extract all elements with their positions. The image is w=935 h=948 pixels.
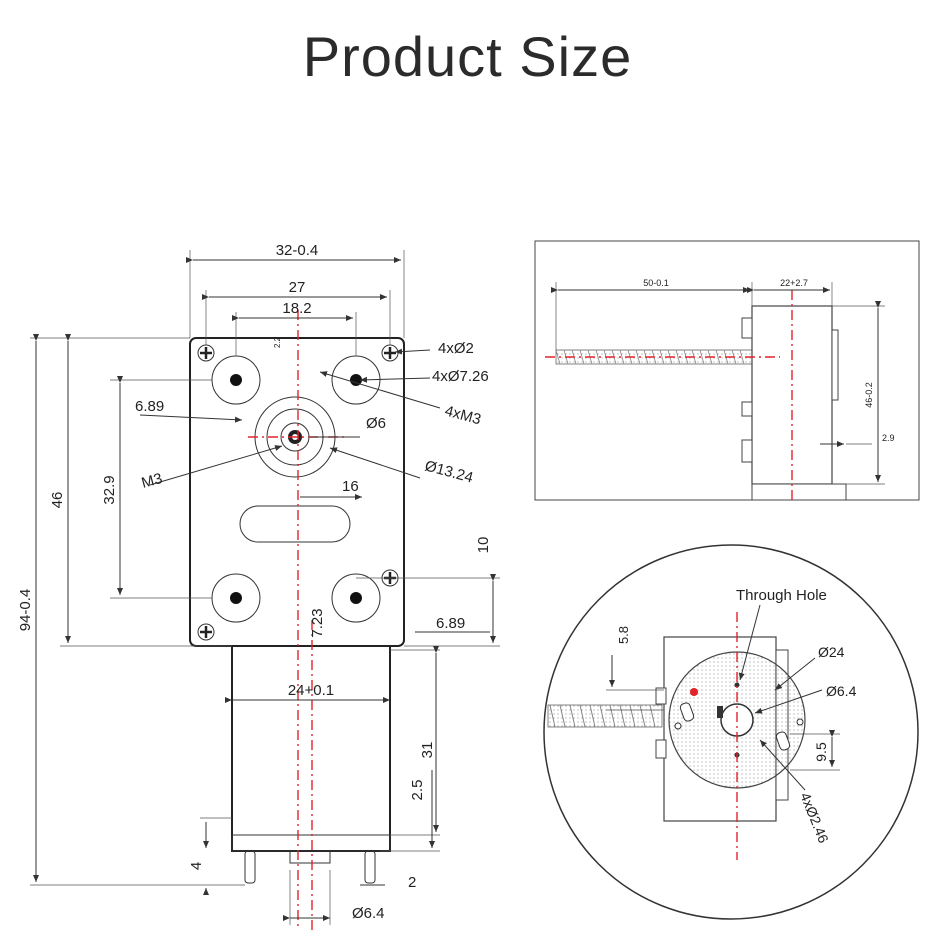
- front-view: [30, 250, 500, 930]
- dim-height-32-9: 32.9: [101, 475, 118, 504]
- detail-through-hole: Through Hole: [736, 587, 827, 604]
- dim-7-23: 7.23: [309, 608, 326, 637]
- dim-height-4: 4: [188, 862, 205, 870]
- detail-view: [543, 544, 919, 920]
- dim-width-24: 24+0.1: [288, 682, 334, 699]
- side-length-50: 50-0.1: [643, 278, 669, 288]
- gearbox-plate: [189, 337, 405, 647]
- side-view: [534, 240, 920, 501]
- dim-6-89-bottom: 6.89: [436, 615, 465, 632]
- side-length-22: 22+2.7: [780, 278, 808, 288]
- dim-2: 2: [408, 874, 416, 891]
- dim-m3: M3: [140, 470, 165, 492]
- dim-hole-4x726: 4xØ7.26: [432, 368, 489, 385]
- dim-height-10: 10: [475, 537, 492, 554]
- dim-d6-4: Ø6.4: [352, 905, 385, 922]
- side-height-46: 46-0.2: [864, 382, 874, 408]
- detail-d6-4: Ø6.4: [826, 683, 857, 699]
- slot: [239, 505, 351, 543]
- dim-height-2-5: 2.5: [409, 780, 426, 801]
- mounting-hole-icon: [211, 355, 381, 623]
- motor-body: [231, 645, 391, 852]
- dim-height-31: 31: [419, 742, 436, 759]
- detail-5-8: 5.8: [616, 626, 631, 644]
- detail-d24: Ø24: [818, 644, 845, 660]
- dim-6-89-top: 6.89: [135, 398, 164, 415]
- dim-hole-4xm3: 4xM3: [443, 402, 483, 428]
- detail-9-5: 9.5: [813, 742, 829, 762]
- dim-height-46: 46: [49, 492, 66, 509]
- dim-d13-24: Ø13.24: [423, 457, 475, 486]
- dim-height-94: 94-0.4: [17, 589, 34, 632]
- page-title: Product Size: [302, 25, 633, 88]
- dim-d6: Ø6: [366, 415, 386, 432]
- dim-width-18-2: 18.2: [282, 300, 311, 317]
- dim-width-total: 32-0.4: [276, 242, 319, 259]
- dim-hole-4x2: 4xØ2: [438, 340, 474, 357]
- dim-width-27: 27: [289, 279, 306, 296]
- side-dim-2-9: 2.9: [882, 433, 895, 443]
- dim-16: 16: [342, 478, 359, 495]
- dim-top-2-2: 2.2: [273, 336, 282, 348]
